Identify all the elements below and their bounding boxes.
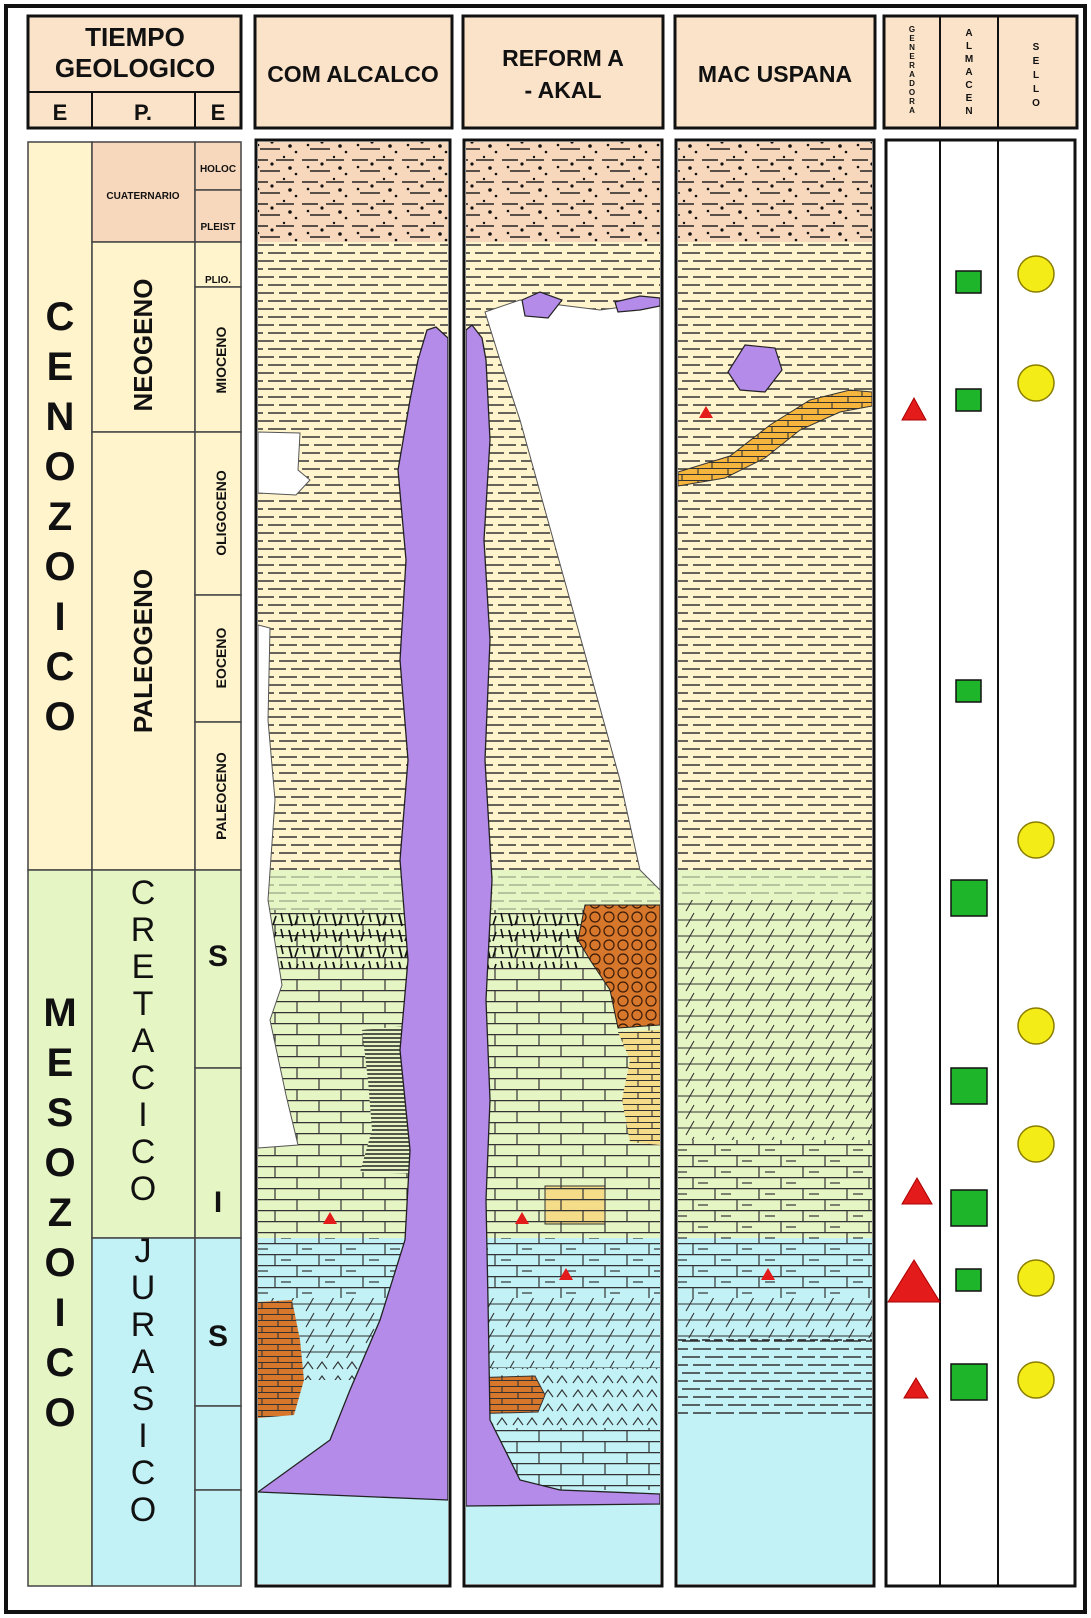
col-label-period: P. [134,100,152,125]
epoch-pleistoceno [195,190,241,242]
label-paleoceno: PALEOCENO [213,752,229,840]
label-paleogeno: PALEOGENO [128,569,158,733]
comalcalco-column [258,142,448,1586]
sello-marker-paleoceno [1018,822,1054,858]
col-label-epoch: E [211,100,226,125]
macuspana-column [678,142,872,1586]
petroleum-system-panel [886,140,1075,1586]
header: TIEMPO GEOLOGICO E P. E COM ALCALCO REFO… [28,16,1077,128]
sello-marker-plioceno [1018,256,1054,292]
label-cuaternario: CUATERNARIO [106,191,179,202]
reforma-header [463,16,663,128]
epoch-jurasico-inferior [195,1490,241,1586]
label-plioceno: PLIO. [205,275,231,286]
time-scale: CUATERNARIO HOLOC PLEIST PLIO. MIOCENO O… [28,142,241,1586]
almacen-marker-mioceno [956,389,981,411]
almacen-marker-jurasico-2 [951,1364,987,1400]
almacen-marker-cretacico-s-1 [951,880,987,916]
sello-marker-cretacico-s-2 [1018,1126,1054,1162]
almacen-marker-eoceno [956,680,981,702]
comalcalco-title: COM ALCALCO [267,61,439,87]
label-mioceno: MIOCENO [213,326,229,393]
label-oligoceno: OLIGOCENO [213,470,229,556]
almacen-marker-cretacico-i [951,1190,987,1226]
macuspana-title: MAC USPANA [698,61,852,87]
label-cretacico-inferior: I [214,1186,222,1219]
label-cretacico-superior: S [208,940,228,973]
epoch-jurasico-medio [195,1406,241,1490]
col-label-era: E [53,100,68,125]
time-title-line1: TIEMPO [85,22,185,52]
label-neogeno: NEOGENO [128,279,158,412]
sello-marker-jurasico-2 [1018,1362,1054,1398]
reforma-akal-column [466,142,660,1586]
reforma-title-line2: - AKAL [524,77,601,103]
sello-marker-mioceno [1018,365,1054,401]
almacen-marker-cretacico-s-2 [951,1068,987,1104]
sello-marker-cretacico-s-1 [1018,1008,1054,1044]
reforma-title-line1: REFORM A [502,45,624,71]
time-title-line2: GEOLOGICO [55,53,215,83]
almacen-marker-jurasico-1 [956,1269,981,1291]
sello-marker-jurasico-1 [1018,1260,1054,1296]
label-eoceno: EOCENO [213,628,229,689]
label-pleistoceno: PLEIST [200,222,235,233]
label-holoceno: HOLOC [200,164,236,175]
almacen-marker-plioceno [956,271,981,293]
label-jurasico-superior: S [208,1320,228,1353]
